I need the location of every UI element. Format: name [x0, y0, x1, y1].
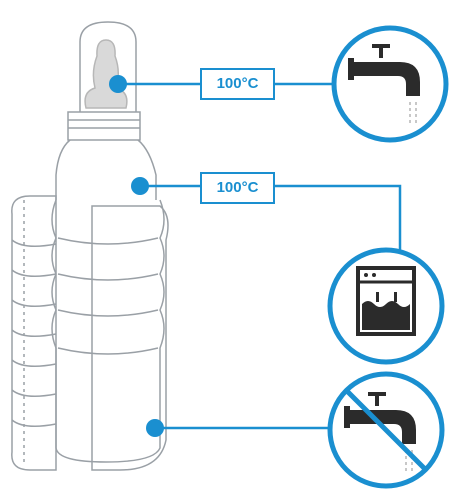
holder-marker-dot	[146, 419, 164, 437]
nipple-marker-dot	[109, 75, 127, 93]
bottle-marker-dot	[131, 177, 149, 195]
nipple	[84, 39, 128, 109]
insulating-holder	[11, 195, 169, 471]
tap-water-icon	[331, 25, 449, 143]
nipple-temperature-label: 100°C	[200, 68, 275, 100]
bottle-temperature-label: 100°C	[200, 172, 275, 204]
bottle-illustration	[11, 21, 169, 471]
bottle-shoulder	[55, 139, 157, 200]
bottle-cap	[79, 21, 137, 112]
bottle-body	[51, 199, 165, 463]
prohibition-slash	[345, 389, 427, 471]
bottle-collar	[67, 111, 141, 141]
dishwasher-icon	[327, 247, 445, 365]
no-tap-water-icon	[327, 371, 445, 489]
